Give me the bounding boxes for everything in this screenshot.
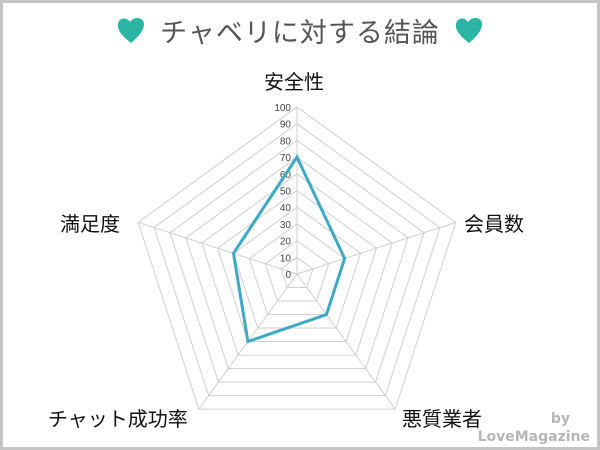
heart-icon: [117, 18, 145, 43]
axis-label-satisfaction: 満足度: [60, 212, 120, 236]
tick-label: 100: [274, 103, 291, 114]
title-row: チャベリに対する結論: [0, 10, 600, 50]
tick-label: 0: [285, 270, 291, 281]
grid-ring: [280, 256, 314, 289]
axis-label-scammers: 悪質業者: [402, 407, 482, 431]
grid-spoke: [296, 221, 456, 275]
tick-label: 20: [280, 237, 292, 248]
credit: by LoveMagazine: [478, 410, 590, 446]
series-line: [231, 154, 347, 344]
grid-ring: [153, 123, 441, 397]
axis-label-members: 会員数: [464, 212, 524, 236]
grid-ring: [232, 206, 362, 329]
tick-label: 10: [280, 253, 292, 264]
grid-ring: [216, 189, 378, 343]
grid-ring: [185, 156, 409, 370]
grid-spoke: [138, 221, 298, 275]
tick-label: 90: [280, 120, 292, 131]
tick-label: 50: [280, 187, 292, 198]
heart-icon: [455, 18, 482, 43]
tick-label: 30: [280, 220, 292, 231]
tick-label: 70: [280, 153, 292, 164]
grid-ring: [137, 106, 457, 410]
credit-by: by: [550, 411, 570, 427]
grid-ring: [201, 173, 393, 356]
grid-ring: [248, 223, 346, 316]
tick-label: 40: [280, 203, 292, 214]
axis-label-chat-success: チャット成功率: [48, 407, 188, 431]
credit-name: LoveMagazine: [477, 429, 590, 445]
chart-title: チャベリに対する結論: [160, 17, 440, 49]
grid-ring: [264, 239, 330, 302]
grid-spoke: [296, 273, 396, 410]
grid-ring: [169, 139, 425, 383]
tick-label: 80: [280, 136, 292, 147]
axis-label-safety: 安全性: [264, 70, 324, 94]
